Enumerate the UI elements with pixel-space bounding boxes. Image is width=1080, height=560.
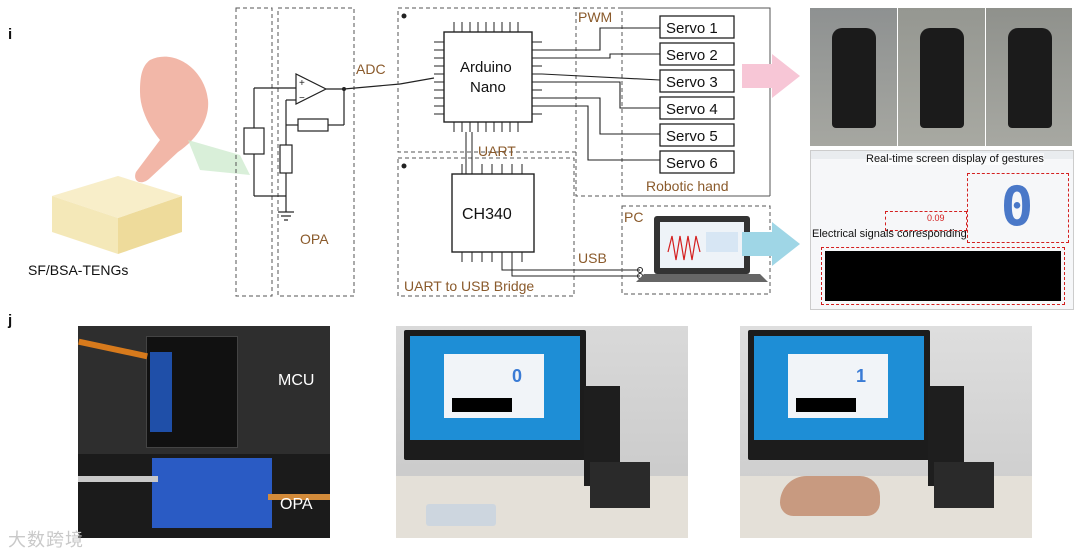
signal-value: 0.09 — [927, 213, 945, 223]
arduino-nano-board — [150, 352, 172, 432]
robotic-hand-photo-strip — [810, 8, 1072, 146]
servo-box — [659, 42, 735, 66]
adc-label: ADC — [356, 61, 386, 77]
gesture-digit: 0 — [1000, 175, 1034, 238]
uart-label: UART — [478, 143, 516, 159]
servo-label: Servo 1 — [666, 20, 718, 37]
demo-photo-gesture-1: 1 — [740, 326, 1032, 538]
usb-label: USB — [578, 250, 607, 266]
arduino-line2: Nano — [470, 79, 506, 96]
watermark: 大数跨境 — [8, 530, 84, 551]
opa-box — [277, 7, 355, 297]
svg-text:+: + — [299, 78, 305, 89]
mcu-photo-label: MCU — [278, 372, 315, 389]
servo-box — [659, 150, 735, 174]
robotic-hand-image — [832, 28, 876, 128]
cyan-arrow-icon — [742, 222, 800, 266]
ch340-chip — [451, 164, 640, 277]
panel-letter-i: i — [8, 26, 13, 43]
servo-label: Servo 4 — [666, 101, 718, 118]
signal-plot-frame — [821, 247, 1065, 305]
signal-value-box — [885, 211, 967, 231]
pc-label: PC — [624, 209, 643, 225]
teng-label: SF/BSA-TENGs — [28, 262, 129, 278]
panel-letter-j: j — [8, 312, 13, 329]
ch340-label: CH340 — [462, 206, 512, 223]
servo-label: Servo 5 — [666, 128, 718, 145]
servo-label: Servo 6 — [666, 155, 718, 172]
demo-photo-gesture-0: 0 — [396, 326, 688, 538]
servo-list: Servo 1 Servo 2 Servo 3 Servo 4 Servo 5 … — [659, 15, 735, 174]
servo-label: Servo 2 — [666, 47, 718, 64]
pwm-label: PWM — [578, 9, 612, 25]
finger-image — [135, 56, 250, 183]
monitor-digit: 0 — [512, 366, 523, 386]
servo-box — [659, 69, 735, 93]
monitor-digit: 1 — [856, 366, 867, 386]
servo-box — [659, 123, 735, 147]
hand-image — [780, 476, 880, 516]
mcu-opa-photo: MCU OPA — [78, 326, 330, 538]
signal-plot — [825, 251, 1061, 301]
svg-text:−: − — [299, 93, 305, 104]
robotic-hand-image — [1008, 28, 1052, 128]
opa-circuit — [243, 73, 401, 221]
arduino-chip — [399, 22, 542, 132]
servo-box — [659, 96, 735, 120]
opa-left-box — [235, 7, 273, 297]
system-diagram: + − OPA ADC Arduino Nano PWM Servo 1 — [44, 7, 800, 297]
bridge-box — [397, 157, 575, 297]
robotic-hand-label: Robotic hand — [646, 178, 729, 194]
pwm-wires — [541, 27, 661, 161]
uart-wires — [465, 132, 473, 174]
laptop-icon — [636, 216, 768, 282]
servo-box — [659, 15, 735, 39]
arduino-line1: Arduino — [460, 59, 512, 76]
robotic-hand-image — [920, 28, 964, 128]
gesture-display-caption: Real-time screen display of gestures — [866, 153, 1044, 165]
opa-photo-label: OPA — [280, 496, 313, 513]
bridge-label: UART to USB Bridge — [404, 278, 534, 294]
opa-text: OPA — [300, 231, 329, 247]
teng-device — [44, 168, 190, 264]
opa-board — [152, 458, 272, 528]
gesture-display-box — [967, 173, 1069, 243]
pink-arrow-icon — [742, 54, 800, 98]
servo-label: Servo 3 — [666, 74, 718, 91]
signal-caption: Electrical signals corresponding — [812, 228, 967, 240]
